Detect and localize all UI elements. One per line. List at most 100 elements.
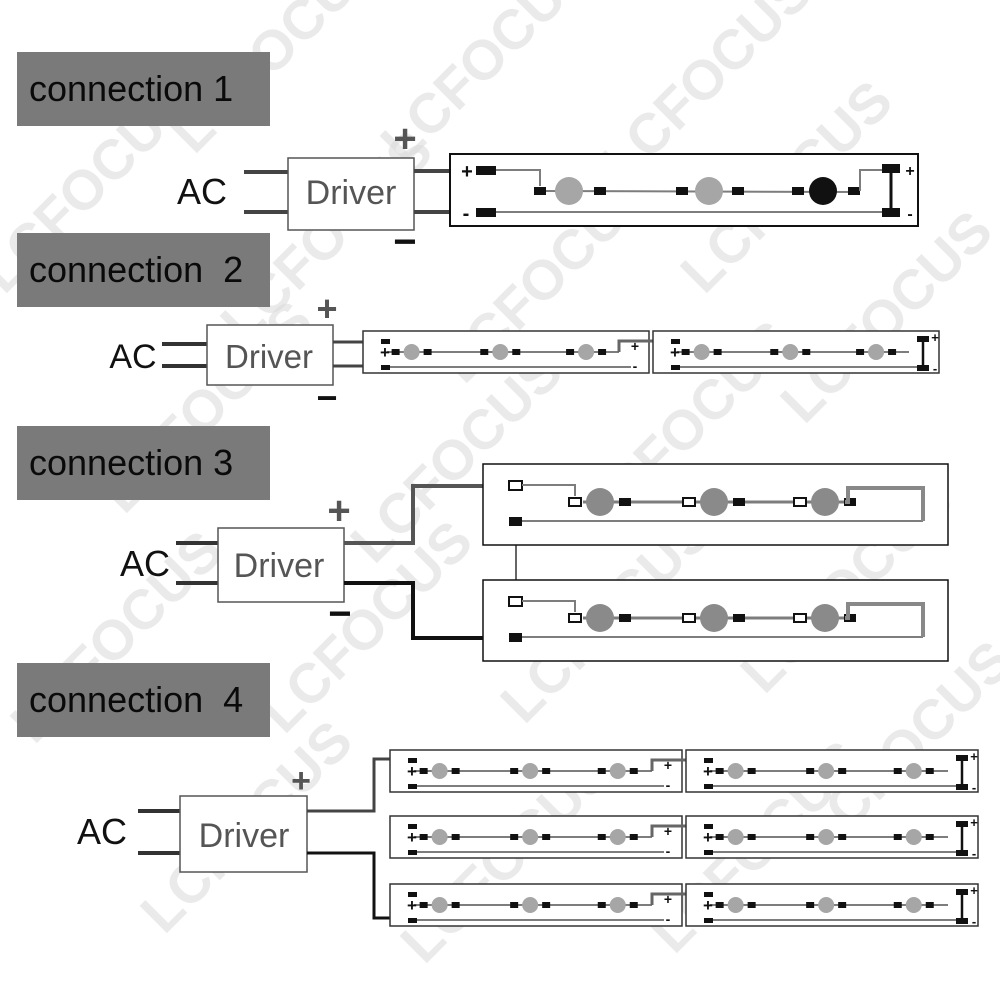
led-pad: [733, 614, 745, 622]
led: [818, 897, 835, 913]
led-pad: [419, 834, 428, 840]
led-pad: [838, 768, 847, 774]
connection-3: AC Driver + −: [120, 463, 949, 662]
solder-pad-end-positive: [956, 821, 968, 827]
led-pad: [566, 349, 575, 355]
solder-pad-positive: [704, 824, 713, 829]
led-pad: [598, 349, 607, 355]
led-pad: [480, 349, 489, 355]
solder-pad-end-negative: [956, 918, 968, 924]
led: [811, 488, 839, 516]
led: [609, 763, 626, 779]
led-pad: [925, 902, 934, 908]
led-strip-top: [482, 463, 949, 546]
connection-4-label: connection 4: [17, 663, 270, 737]
solder-pad-end-positive: [917, 336, 929, 342]
led: [811, 604, 839, 632]
pad-minus-sign: -: [633, 358, 638, 374]
led-pad: [512, 349, 521, 355]
led-pad: [568, 613, 582, 623]
solder-pad-positive: [408, 824, 417, 829]
led: [431, 763, 448, 779]
led: [578, 344, 595, 360]
solder-pad-negative: [408, 850, 417, 855]
end-plus-sign: +: [970, 749, 978, 764]
driver-plus-sign: +: [393, 117, 416, 161]
led-pad: [629, 902, 638, 908]
pad-plus-sign: +: [670, 343, 680, 362]
led-pad: [568, 497, 582, 507]
led-pad: [682, 613, 696, 623]
led-pad: [806, 768, 815, 774]
led-pad: [925, 768, 934, 774]
led-pad: [848, 187, 860, 195]
pcb-trace: [859, 169, 888, 191]
led-pad: [619, 614, 631, 622]
led-pad: [747, 768, 756, 774]
pad-plus-sign: +: [407, 762, 417, 781]
led: [609, 897, 626, 913]
end-minus-sign: -: [933, 361, 937, 376]
ac-label: AC: [177, 171, 227, 212]
strip-row: ++-++-: [362, 330, 940, 376]
solder-pad-negative: [408, 918, 417, 923]
connection-4: AC Driver + ++-++- ++-++- ++-++-: [77, 749, 979, 929]
driver-label: Driver: [234, 547, 325, 585]
pad-plus-sign: +: [631, 338, 639, 354]
led-pad: [893, 834, 902, 840]
led-pad: [770, 349, 779, 355]
solder-pad-positive: [476, 166, 496, 175]
led-pad: [419, 902, 428, 908]
pad-minus-sign: -: [666, 911, 671, 927]
led-pad: [597, 834, 606, 840]
led-pad: [419, 768, 428, 774]
driver-plus-sign: +: [327, 489, 350, 533]
led: [818, 763, 835, 779]
solder-pad-positive: [381, 339, 390, 344]
led: [809, 177, 837, 205]
led-pad: [451, 834, 460, 840]
solder-pad-end-positive: [956, 889, 968, 895]
led-pad: [510, 902, 519, 908]
led: [431, 897, 448, 913]
solder-pad-negative: [704, 850, 713, 855]
led: [905, 763, 922, 779]
solder-pad-negative: [476, 208, 496, 217]
led-pad: [893, 768, 902, 774]
strip-row: ++-++-: [389, 749, 979, 795]
led-pad: [713, 349, 722, 355]
led: [492, 344, 509, 360]
strip-row: ++-++-: [389, 815, 979, 861]
negative-output-wire: [307, 851, 392, 920]
end-minus-sign: -: [972, 780, 976, 795]
led-pad: [838, 834, 847, 840]
led-strip-bottom: [482, 579, 949, 662]
pad-minus-sign: -: [666, 843, 671, 859]
end-jumper: [845, 602, 925, 637]
led-pad: [510, 768, 519, 774]
solder-pad-end-negative: [882, 208, 900, 217]
pad-plus-sign: +: [407, 828, 417, 847]
solder-pad-end-positive: [882, 164, 900, 173]
driver-minus-sign: −: [316, 377, 337, 418]
led-pad: [793, 613, 807, 623]
led: [693, 344, 710, 360]
pad-minus-sign: -: [666, 777, 671, 793]
led-pad: [793, 497, 807, 507]
led-pad: [510, 834, 519, 840]
driver-minus-sign: −: [328, 592, 351, 636]
solder-pad-positive: [408, 758, 417, 763]
solder-pad-negative: [671, 365, 680, 370]
led-pad: [806, 834, 815, 840]
driver-label: Driver: [199, 817, 290, 855]
strip-plus-sign: +: [461, 161, 473, 183]
solder-pad-negative: [704, 784, 713, 789]
led: [586, 604, 614, 632]
driver-box: [179, 795, 308, 873]
led-pad: [806, 902, 815, 908]
solder-pad-end-negative: [956, 784, 968, 790]
end-jumper: [845, 486, 925, 521]
led-pad: [629, 768, 638, 774]
led-pad: [792, 187, 804, 195]
